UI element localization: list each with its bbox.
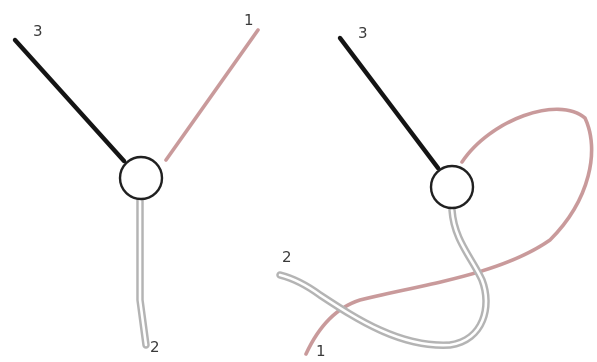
right-figure: 3 2 1 bbox=[280, 24, 592, 360]
left-figure: 3 1 2 bbox=[15, 11, 258, 356]
left-hub bbox=[120, 157, 162, 199]
left-strand-3 bbox=[15, 40, 124, 161]
left-label-3: 3 bbox=[33, 22, 43, 40]
right-hub bbox=[431, 166, 473, 208]
right-strand-3 bbox=[340, 38, 438, 168]
right-label-1: 1 bbox=[316, 342, 326, 360]
left-label-1: 1 bbox=[244, 11, 254, 29]
left-label-2: 2 bbox=[150, 338, 160, 356]
right-label-2: 2 bbox=[282, 248, 292, 266]
left-strand-1 bbox=[166, 30, 258, 160]
right-label-3: 3 bbox=[358, 24, 368, 42]
